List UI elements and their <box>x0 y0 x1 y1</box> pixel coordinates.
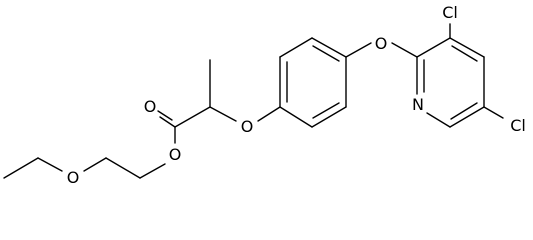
bond <box>426 112 451 128</box>
bond <box>159 116 176 128</box>
bond <box>312 102 340 119</box>
bond <box>312 45 340 62</box>
bond <box>279 37 313 58</box>
bond <box>174 106 211 128</box>
bond <box>449 106 485 128</box>
atom-label-n-pyridine: N <box>412 95 424 114</box>
bond <box>483 106 504 119</box>
atom-label-o-ester: O <box>169 145 182 164</box>
bond <box>450 102 478 120</box>
atom-label-o-carbonyl: O <box>144 97 157 116</box>
bond <box>157 110 173 121</box>
bond <box>391 42 418 58</box>
bond <box>311 37 347 58</box>
bond <box>345 42 372 58</box>
atom-label-o-ring-ether: O <box>375 34 388 53</box>
bond <box>37 157 63 172</box>
atom-label-cl-upper: Cl <box>442 3 458 22</box>
bond <box>279 106 313 128</box>
bond <box>257 106 281 122</box>
bond <box>451 45 478 62</box>
bond <box>105 157 141 179</box>
atom-labels: O Cl Cl N O O O O <box>67 3 526 187</box>
atom-label-cl-lower: Cl <box>510 116 526 135</box>
chemical-structure: O Cl Cl N O O O O <box>3 3 526 187</box>
atom-label-o-phenoxy: O <box>241 117 254 136</box>
bond <box>449 37 485 58</box>
bond <box>3 157 39 179</box>
bond <box>209 106 237 122</box>
bond <box>311 106 347 128</box>
atom-label-o-ethoxy: O <box>67 168 80 187</box>
bond <box>83 157 107 172</box>
bond <box>416 37 451 58</box>
bond <box>139 163 166 179</box>
bonds <box>3 23 504 179</box>
